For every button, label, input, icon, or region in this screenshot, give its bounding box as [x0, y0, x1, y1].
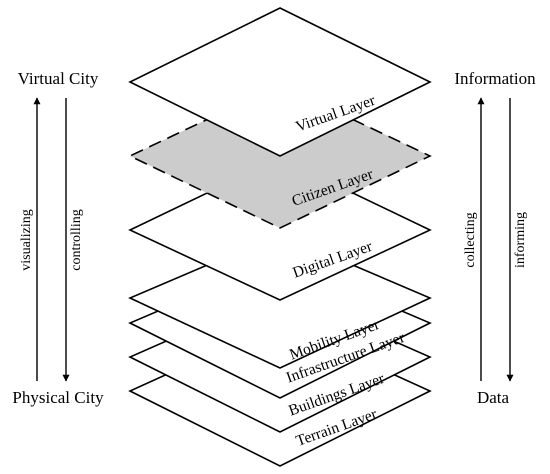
left-axis: Virtual City Physical City visualizing c…	[12, 69, 104, 407]
virtual-city-label: Virtual City	[18, 69, 99, 88]
data-label: Data	[477, 388, 510, 407]
layer-stack	[128, 7, 432, 467]
right-axis: Information Data collecting informing	[454, 69, 536, 407]
physical-city-label: Physical City	[12, 388, 104, 407]
visualizing-label: visualizing	[19, 209, 34, 270]
collecting-label: collecting	[463, 212, 478, 267]
mobility-layer-shape	[128, 233, 432, 369]
information-label: Information	[454, 69, 536, 88]
virtual-layer-shape	[128, 7, 432, 157]
digital-layer-shape	[128, 157, 432, 301]
informing-label: informing	[513, 212, 528, 268]
controlling-label: controlling	[69, 209, 84, 270]
